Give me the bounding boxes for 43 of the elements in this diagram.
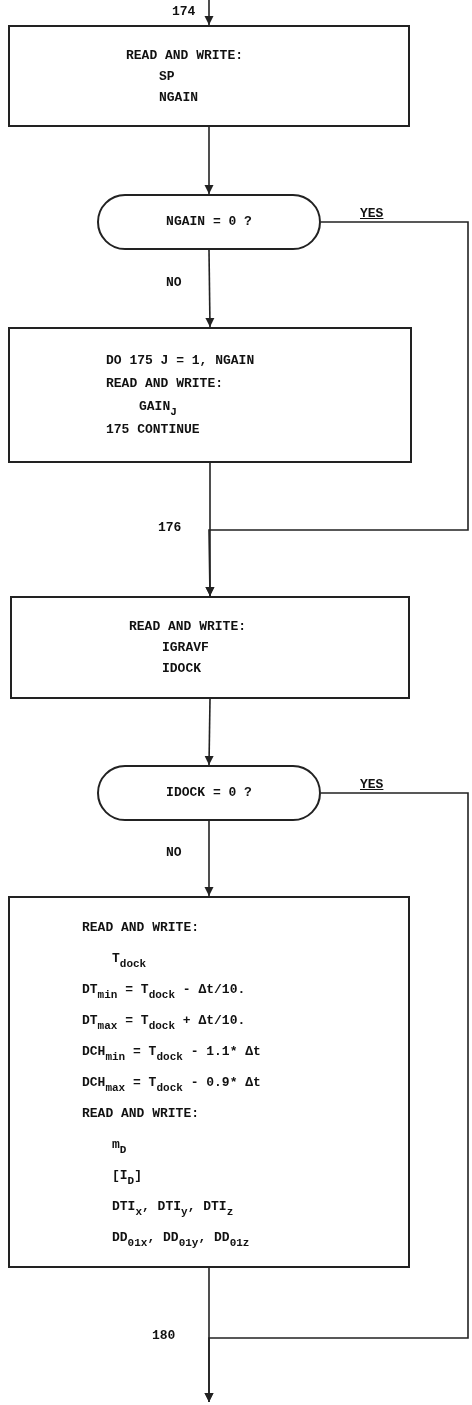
box-text: NGAIN xyxy=(159,88,198,107)
process-box xyxy=(8,327,412,463)
box-text: READ AND WRITE: xyxy=(82,1104,200,1123)
box-text: GAIN$_{J}$ xyxy=(139,398,177,418)
box-text: DD$_{01x}$, DD$_{01y}$, DD$_{01z}$ xyxy=(112,1228,250,1251)
box-text: 175 CONTINUE xyxy=(106,421,200,439)
edge-label: NO xyxy=(166,845,182,860)
box-text: m$_{D}$ xyxy=(112,1135,127,1158)
box-text: IDOCK xyxy=(162,660,201,678)
box-text: IGRAVF xyxy=(162,639,209,657)
box-text: DCH$_{min}$ = T$_{dock}$ - 1.1* Δt xyxy=(82,1042,261,1065)
decision-terminal xyxy=(97,194,321,250)
box-text: T$_{dock}$ xyxy=(112,949,147,972)
statement-number: 176 xyxy=(158,520,182,535)
process-box xyxy=(8,896,410,1268)
process-box xyxy=(8,25,410,127)
arrow xyxy=(204,820,214,897)
arrow xyxy=(204,0,214,26)
edge-label: YES xyxy=(360,206,384,221)
statement-number: 180 xyxy=(152,1328,176,1343)
process-box xyxy=(10,596,410,699)
box-text: DO 175 J = 1, NGAIN xyxy=(106,352,255,370)
box-text: DT$_{min}$ = T$_{dock}$ - Δt/10. xyxy=(82,980,246,1003)
box-text: READ AND WRITE: xyxy=(126,46,244,65)
box-text: READ AND WRITE: xyxy=(129,618,247,636)
box-text: DTI$_{x}$, DTI$_{y}$, DTI$_{z}$ xyxy=(112,1197,234,1220)
box-text: DT$_{max}$ = T$_{dock}$ + Δt/10. xyxy=(82,1011,246,1034)
arrow xyxy=(205,221,469,597)
box-text: SP xyxy=(159,67,175,86)
box-text: IDOCK = 0 ? xyxy=(166,784,252,802)
arrow xyxy=(205,249,215,328)
box-text: NGAIN = 0 ? xyxy=(166,213,252,231)
box-text: DCH$_{max}$ = T$_{dock}$ - 0.9* Δt xyxy=(82,1073,261,1096)
arrow xyxy=(204,698,214,766)
box-text: READ AND WRITE: xyxy=(106,375,224,393)
decision-terminal xyxy=(97,765,321,821)
edge-label: NO xyxy=(166,275,182,290)
arrow xyxy=(204,1267,214,1403)
box-text: [I$_{D}$] xyxy=(112,1166,143,1189)
arrow xyxy=(204,126,214,195)
edge-label: YES xyxy=(360,777,384,792)
box-text: READ AND WRITE: xyxy=(82,918,200,937)
edge-label: 174 xyxy=(172,4,196,19)
